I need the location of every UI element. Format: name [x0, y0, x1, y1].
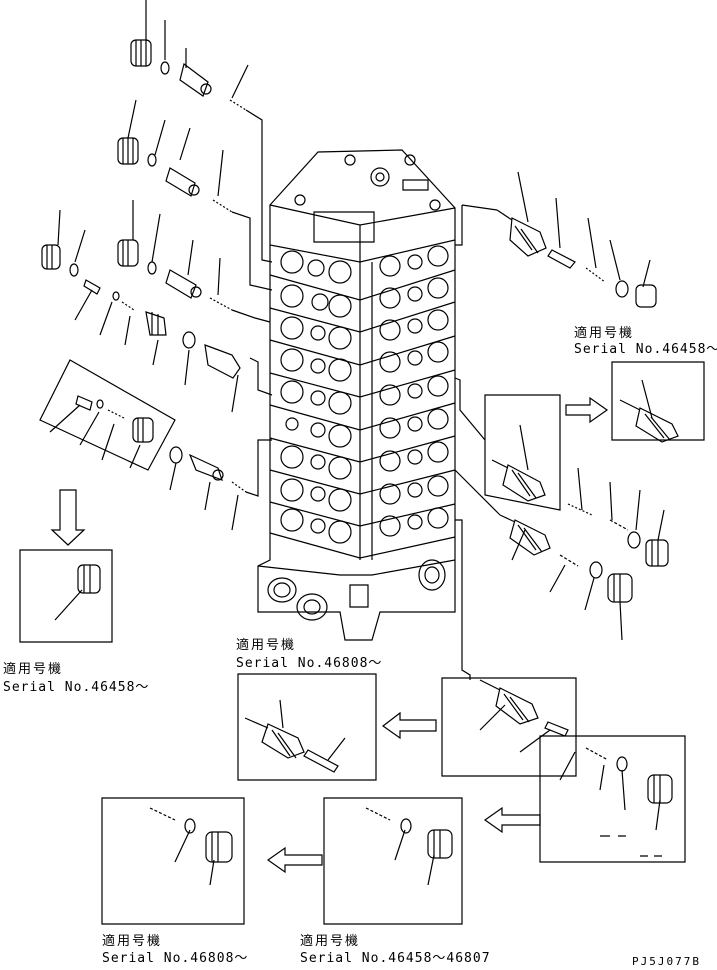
inset-spool-right-lower — [480, 680, 568, 752]
check-valve-parts-left — [75, 280, 272, 412]
arrow-left-icon-2 — [485, 808, 540, 832]
plug-part-left-5 — [170, 440, 272, 530]
serial-label-left-lower: Serial No.46458～ — [3, 680, 150, 695]
spring-parts-right — [568, 468, 668, 566]
plug-part-left-3 — [42, 200, 270, 322]
inset-plug-bottom-left — [150, 808, 232, 885]
inset-spool-center — [245, 700, 345, 772]
applicability-label-bottom-left: 適用号機 — [102, 934, 163, 949]
spool-top-right — [455, 172, 656, 307]
applicability-label-right-upper: 適用号機 — [574, 326, 635, 341]
inset-plug-far-right — [560, 748, 672, 856]
serial-label-right-upper: Serial No.46458～ — [574, 342, 717, 357]
inset-box-center — [238, 674, 376, 780]
plug-parts-right-lower — [550, 555, 632, 640]
plug-part-left-1 — [131, 0, 272, 262]
inset-box-far-right — [540, 736, 685, 862]
serial-label-bottom-left: Serial No.46808～ — [102, 951, 249, 966]
plug-part-left-2 — [118, 100, 272, 290]
inset-box-bottom-left — [102, 798, 244, 924]
serial-label-bottom-mid: Serial No.46458～46807 — [300, 951, 491, 966]
spool-right-lower — [455, 470, 550, 560]
inset-plug-bottom-mid — [366, 808, 452, 885]
spool-right-mid — [455, 378, 545, 501]
inset-box-bottom-mid — [324, 798, 462, 924]
applicability-label-left-lower: 適用号機 — [3, 662, 64, 677]
drawing-code: PJ5J077B — [632, 955, 701, 968]
applicability-label-center: 適用号機 — [236, 638, 297, 653]
inset-box-left-upper — [40, 360, 175, 470]
inset-box-right-mid — [485, 395, 560, 510]
left-exploded-parts — [20, 0, 272, 642]
inset-plug-left-lower — [55, 565, 100, 620]
serial-label-center: Serial No.46808～ — [236, 656, 383, 671]
arrow-left-icon — [383, 713, 436, 738]
inset-spool-right-upper — [620, 380, 678, 442]
arrow-down-icon — [52, 490, 84, 545]
inset-part-left-upper — [50, 396, 153, 468]
inset-box-right-lower — [442, 678, 576, 776]
applicability-label-bottom-mid: 適用号機 — [300, 934, 361, 949]
inset-box-right-upper — [612, 362, 704, 440]
control-valve-body — [258, 150, 455, 640]
arrow-right-icon — [566, 398, 607, 422]
inset-box-left-lower — [20, 550, 112, 642]
right-exploded-parts — [102, 172, 704, 924]
arrow-left-icon-3 — [268, 848, 322, 872]
